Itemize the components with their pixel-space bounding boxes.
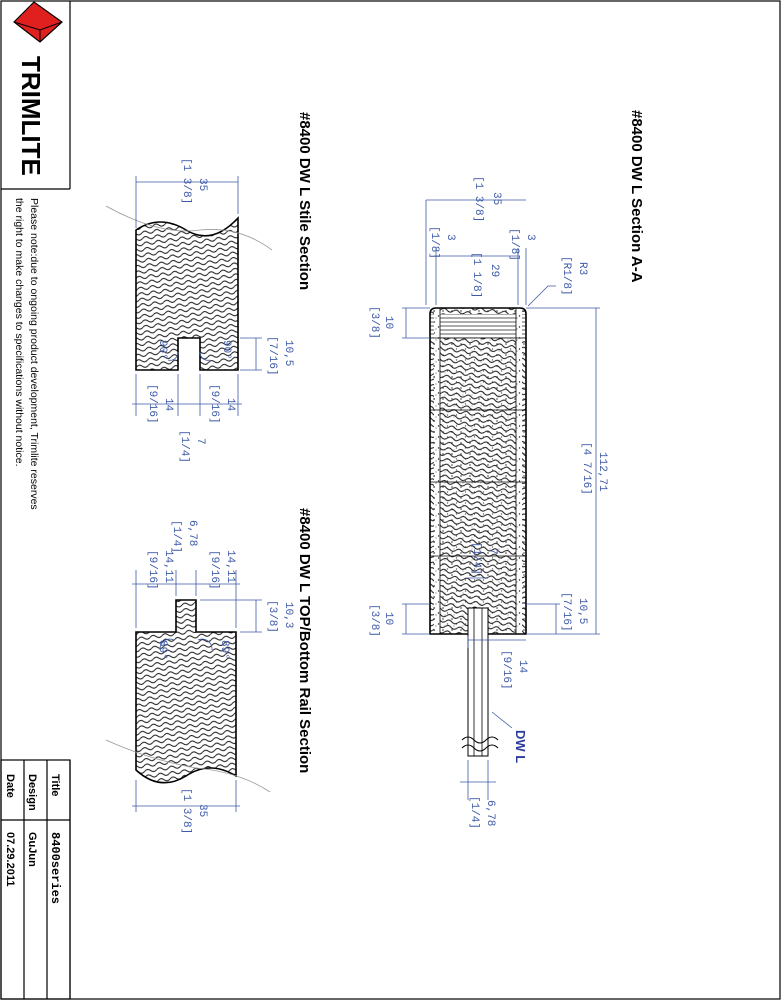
rail-title: #8400 DW L TOP/Bottom Rail Section (296, 508, 313, 773)
rail-dim-103: 10,3 (282, 602, 294, 628)
rail-dim-1411a: 14,11 (224, 550, 236, 583)
dim-3a-in: [1/8] (508, 228, 520, 261)
section-a-dimension-labels: 35 [1 3/8] 3 [1/8] 3 [1/8] 29 [1 1/8] R3… (368, 176, 608, 829)
design-label: Design (26, 774, 38, 811)
dwl-glass-panel: DW L (461, 607, 528, 763)
stile-dim-14b-in: [9/16] (146, 384, 158, 424)
dim-10a-in: [3/8] (368, 306, 380, 339)
stile-title: #8400 DW L Stile Section (296, 112, 313, 290)
rail-dimension-labels: 6,78 [1/4] 14,11 [9/16] 14,11 [9/16] 10,… (146, 520, 294, 834)
section-a-a: #8400 DW L Section A-A (368, 110, 645, 829)
dim-10b: 10 (382, 612, 394, 625)
dim-3b: 3 (444, 234, 456, 241)
rail-dim-103-in: [3/8] (266, 600, 278, 633)
stile-dim-105: 10,5 (282, 340, 294, 366)
stile-angle-2: 90° (220, 340, 232, 360)
stile-dim-105-in: [7/16] (266, 336, 278, 376)
brand-name: TRIMLITE (16, 56, 46, 176)
dim-105-in: [7/16] (560, 592, 572, 632)
dim-29-in: [1 1/8] (470, 252, 482, 298)
title-block: Title 8400series Design GuJun Date 07.29… (0, 759, 71, 1000)
dim-7-in: [1/4] (470, 542, 482, 575)
dim-35: 35 (490, 192, 502, 205)
stile-angle-1: 90° (156, 340, 168, 360)
disclaimer-note: Please note:due to ongoing product devel… (13, 198, 40, 510)
date-label: Date (4, 774, 16, 798)
rail-dim-678-in: [1/4] (170, 520, 182, 553)
rail-dimensions (132, 570, 262, 812)
design-value: GuJun (26, 832, 38, 867)
stile-dim-14a: 14 (224, 398, 236, 412)
rail-dim-35: 35 (196, 804, 208, 817)
stile-dim-14b: 14 (162, 398, 174, 412)
section-a-profile (429, 307, 527, 635)
dim-14: 14 (516, 660, 528, 674)
dim-10a: 10 (382, 316, 394, 329)
stile-dim-35-in: [1 3/8] (180, 158, 192, 204)
stile-dim-14a-in: [9/16] (208, 384, 220, 424)
date-value: 07.29.2011 (4, 832, 16, 886)
dim-10b-in: [3/8] (368, 604, 380, 637)
dim-3b-in: [1/8] (428, 226, 440, 259)
dim-35-in: [1 3/8] (472, 176, 484, 222)
dim-112: 112,71 (596, 452, 608, 492)
rail-dim-1411b-in: [9/16] (146, 550, 158, 590)
dim-112-in: [4 7/16] (580, 442, 592, 495)
dim-r3: R3 (576, 262, 588, 275)
rail-angle-2: 89° (218, 640, 230, 660)
rail-angle-1: 89° (156, 640, 168, 660)
stile-section: #8400 DW L Stile Section 35 [1 3/8] 10,5 (105, 112, 313, 463)
rail-dim-1411b: 14,11 (162, 550, 174, 583)
note-line-2: the right to make changes to specificati… (13, 198, 25, 466)
dim-678-in: [1/4] (468, 796, 480, 829)
title-label: Title (49, 774, 61, 796)
title-value: 8400series (48, 832, 62, 904)
stile-dim-35: 35 (196, 178, 208, 191)
stile-dim-7-in: [1/4] (178, 430, 190, 463)
logo-diamond-icon (13, 1, 63, 43)
dim-14-in: [9/16] (500, 650, 512, 690)
rail-dim-35-in: [1 3/8] (180, 788, 192, 834)
dim-29: 29 (488, 264, 500, 277)
rail-dim-1411a-in: [9/16] (208, 550, 220, 590)
trimlite-logo: TRIMLITE (13, 1, 63, 176)
section-a-dimensions (402, 199, 600, 800)
dim-r3-in: [R1/8] (560, 256, 572, 296)
section-a-title: #8400 DW L Section A-A (628, 110, 645, 283)
dim-7: 7 (486, 548, 498, 555)
stile-profile (105, 205, 273, 371)
dim-3a: 3 (524, 234, 536, 241)
stile-dim-7: 7 (194, 438, 206, 445)
dwl-label: DW L (513, 730, 528, 763)
rail-section: #8400 DW L TOP/Bottom Rail Section 6,78 … (105, 508, 313, 834)
stile-dimensions (132, 176, 262, 416)
rail-profile (105, 599, 271, 793)
dim-678: 6,78 (484, 800, 496, 826)
note-line-1: Please note:due to ongoing product devel… (28, 198, 40, 510)
stile-dimension-labels: 35 [1 3/8] 10,5 [7/16] 14 [9/16] 14 [9/1… (146, 158, 294, 463)
dim-105: 10,5 (576, 598, 588, 624)
rail-dim-678: 6,78 (186, 520, 198, 546)
